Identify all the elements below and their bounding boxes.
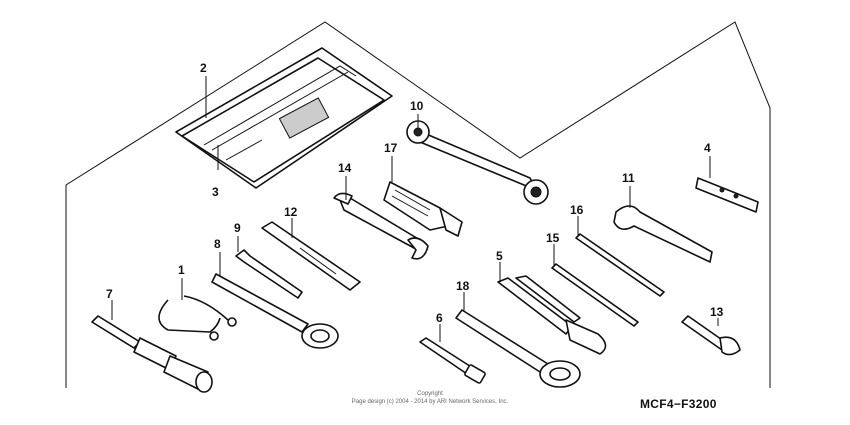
socket-bar	[419, 337, 486, 384]
callout-1: 1	[178, 263, 185, 277]
callout-8: 8	[214, 237, 221, 251]
callout-7: 7	[106, 287, 113, 301]
screwdriver-handle	[383, 181, 463, 237]
callout-16: 16	[570, 203, 584, 217]
callout-18: 18	[456, 279, 470, 293]
screwdriver-bit	[551, 263, 639, 327]
screwdriver-bit-long	[575, 233, 665, 297]
ring-wrench	[406, 120, 549, 205]
callout-3: 3	[212, 185, 219, 199]
callout-2: 2	[200, 61, 207, 75]
pliers	[497, 275, 607, 355]
jumper-cable	[158, 295, 237, 341]
diagram-code: MCF4−F3200	[640, 397, 717, 411]
box-wrench	[211, 273, 339, 349]
callout-17: 17	[384, 141, 398, 155]
callout-11: 11	[622, 171, 635, 185]
callout-15: 15	[546, 231, 560, 245]
tool-bag	[175, 47, 393, 189]
extension-bar	[261, 221, 361, 291]
combination-wrench	[455, 309, 581, 388]
callout-5: 5	[496, 249, 503, 263]
diagram-frame	[65, 21, 771, 388]
callout-12: 12	[284, 205, 298, 219]
copyright-label: Copyright	[417, 391, 443, 397]
leader-lines	[111, 76, 719, 342]
copyright-notice: Page design (c) 2004 - 2014 by ARI Netwo…	[351, 399, 509, 405]
hook-spanner	[613, 205, 713, 263]
callout-4: 4	[704, 141, 711, 155]
callout-9: 9	[234, 221, 241, 235]
callout-14: 14	[338, 161, 352, 175]
open-end-wrench	[333, 192, 429, 260]
spark-plug-wrench	[91, 315, 213, 393]
pin-spanner-plate	[695, 177, 759, 213]
callout-6: 6	[436, 311, 443, 325]
hex-key	[235, 249, 303, 299]
callout-13: 13	[710, 305, 724, 319]
callout-10: 10	[410, 99, 424, 113]
small-wrench	[681, 315, 741, 356]
